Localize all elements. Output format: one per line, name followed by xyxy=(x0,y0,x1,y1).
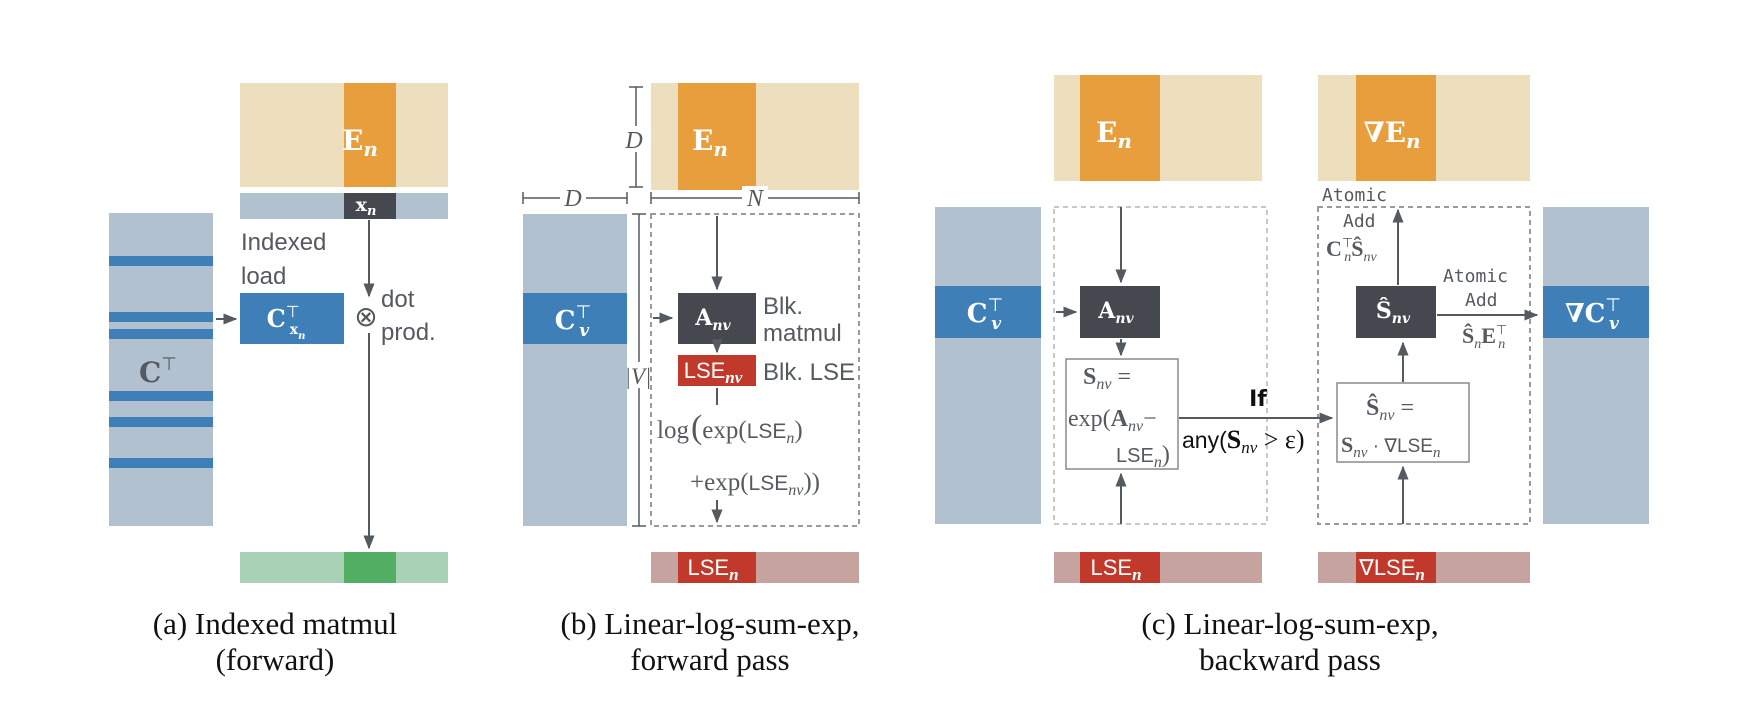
panel-a: En xn C⊤ Indexed load C⊤xn ⊗ dot prod. xyxy=(109,83,448,583)
embedding-column-block xyxy=(344,83,396,187)
atomic-add-right-formula: ŜnE⊤n xyxy=(1462,323,1507,352)
dimension-d-horizontal-label: D xyxy=(563,186,581,212)
shat-box-label: Ŝnv xyxy=(1376,297,1411,327)
grad-lse-cell-block xyxy=(1356,552,1436,583)
embedding-column-block xyxy=(1080,75,1160,181)
dimension-label-bg xyxy=(742,186,768,210)
classifier-matrix-block xyxy=(935,207,1041,524)
dimension-label-bg xyxy=(560,186,586,210)
embedding-label: En xyxy=(342,124,378,161)
classifier-matrix-block xyxy=(523,214,627,526)
classifier-row-stripe xyxy=(109,312,213,322)
shat-formula-line2: Snv · ∇LSEn xyxy=(1341,432,1440,461)
index-cell-block xyxy=(344,193,396,219)
dimension-v-label: |V| xyxy=(625,364,652,389)
atomic-add-top-formula: C⊤nŜnv xyxy=(1326,236,1377,265)
caption-c-line2: backward pass xyxy=(1199,642,1381,677)
logsumexp-formula-line2: +exp(LSEnv)) xyxy=(690,469,820,499)
grad-classifier-row-label: ∇C⊤v xyxy=(1565,295,1621,334)
grad-lse-cell-label: ∇LSEn xyxy=(1358,555,1425,584)
indexed-load-label: Indexed xyxy=(241,229,326,256)
classifier-row-stripe xyxy=(109,329,213,339)
dimension-label-bg xyxy=(624,362,656,388)
block-matmul-label: Anv xyxy=(694,305,731,334)
index-label: xn xyxy=(356,194,377,219)
grad-embedding-column-block xyxy=(1356,75,1436,181)
forward-block-boundary xyxy=(1053,206,1268,525)
block-matmul-box xyxy=(1080,286,1160,338)
logsumexp-formula-line1: log(exp(LSEn) xyxy=(657,409,803,447)
grad-embedding-label: ∇En xyxy=(1364,116,1421,153)
embedding-label: En xyxy=(1096,116,1132,153)
classifier-row-label: C⊤v xyxy=(555,302,591,341)
caption-b-line1: (b) Linear-log-sum-exp, xyxy=(560,606,860,641)
grad-classifier-row-block xyxy=(1543,286,1649,338)
block-lse-caption: Blk. LSE xyxy=(763,359,855,386)
shat-formula-line1: Ŝnv= xyxy=(1366,394,1414,424)
output-lse-cell-block xyxy=(678,552,756,583)
panel-c: En ∇En C⊤v ∇C⊤v Anv Snv= exp(Anv− LSEn) … xyxy=(935,75,1649,584)
caption-b-line2: forward pass xyxy=(630,642,790,677)
dot-product-label: dot xyxy=(381,286,415,313)
caption-c: (c) Linear-log-sum-exp, backward pass xyxy=(1090,606,1490,678)
atomic-add-right-label: Atomic xyxy=(1443,266,1508,287)
s-formula-line3: LSEn) xyxy=(1116,442,1170,471)
caption-a-line2: (forward) xyxy=(215,642,335,677)
s-formula-line1: Snv= xyxy=(1083,364,1131,393)
grad-classifier-matrix-block xyxy=(1543,207,1649,524)
block-lse-label: LSEnv xyxy=(684,358,743,387)
classifier-row-stripe xyxy=(109,417,213,427)
block-matmul-box xyxy=(678,293,756,344)
block-boundary xyxy=(650,213,860,527)
dimension-label-bg xyxy=(620,126,652,152)
lse-cell-block xyxy=(1080,552,1160,583)
classifier-row-stripe xyxy=(109,256,213,266)
output-lse-label: LSEn xyxy=(687,555,738,584)
s-formula-line2: exp(Anv− xyxy=(1068,406,1157,435)
dimension-d-label: D xyxy=(624,128,642,154)
classifier-label: C⊤ xyxy=(139,354,177,389)
classifier-row-stripe xyxy=(109,458,213,468)
block-matmul-label: Anv xyxy=(1097,298,1134,327)
output-cell-block xyxy=(344,552,396,583)
gathered-classifier-block xyxy=(240,293,344,344)
atomic-add-top-label: Atomic xyxy=(1322,185,1387,206)
block-matmul-caption: Blk. xyxy=(763,293,803,320)
embedding-column-block xyxy=(678,83,756,190)
classifier-row-label: C⊤v xyxy=(967,295,1003,334)
lse-cell-label: LSEn xyxy=(1090,555,1141,584)
embedding-label: En xyxy=(692,124,728,161)
condition-label: any(Snv > ε) xyxy=(1182,425,1305,457)
block-matmul-caption: matmul xyxy=(763,320,842,347)
caption-a-line1: (a) Indexed matmul xyxy=(152,606,398,641)
dot-product-icon: ⊗ xyxy=(354,300,377,333)
backward-block-boundary xyxy=(1317,206,1531,525)
shat-formula-box xyxy=(1336,382,1470,463)
classifier-row-block xyxy=(935,286,1041,338)
atomic-add-right-label: Add xyxy=(1465,290,1498,311)
atomic-add-top-label: Add xyxy=(1343,211,1376,232)
dimension-n-label: N xyxy=(746,186,765,212)
gathered-classifier-label: C⊤xn xyxy=(267,302,306,342)
caption-a: (a) Indexed matmul (forward) xyxy=(110,606,440,678)
caption-c-line1: (c) Linear-log-sum-exp, xyxy=(1141,606,1439,641)
if-label: If xyxy=(1249,387,1267,412)
classifier-row-stripe xyxy=(109,391,213,401)
dot-product-label: prod. xyxy=(381,319,436,346)
indexed-load-label: load xyxy=(241,263,286,290)
caption-b: (b) Linear-log-sum-exp, forward pass xyxy=(510,606,910,678)
shat-box xyxy=(1356,286,1436,338)
classifier-row-block xyxy=(523,293,627,344)
s-formula-box xyxy=(1065,358,1179,470)
panel-b: D En D N |V| C⊤v Anv Blk. matmul xyxy=(522,83,860,584)
block-lse-box xyxy=(678,355,756,386)
